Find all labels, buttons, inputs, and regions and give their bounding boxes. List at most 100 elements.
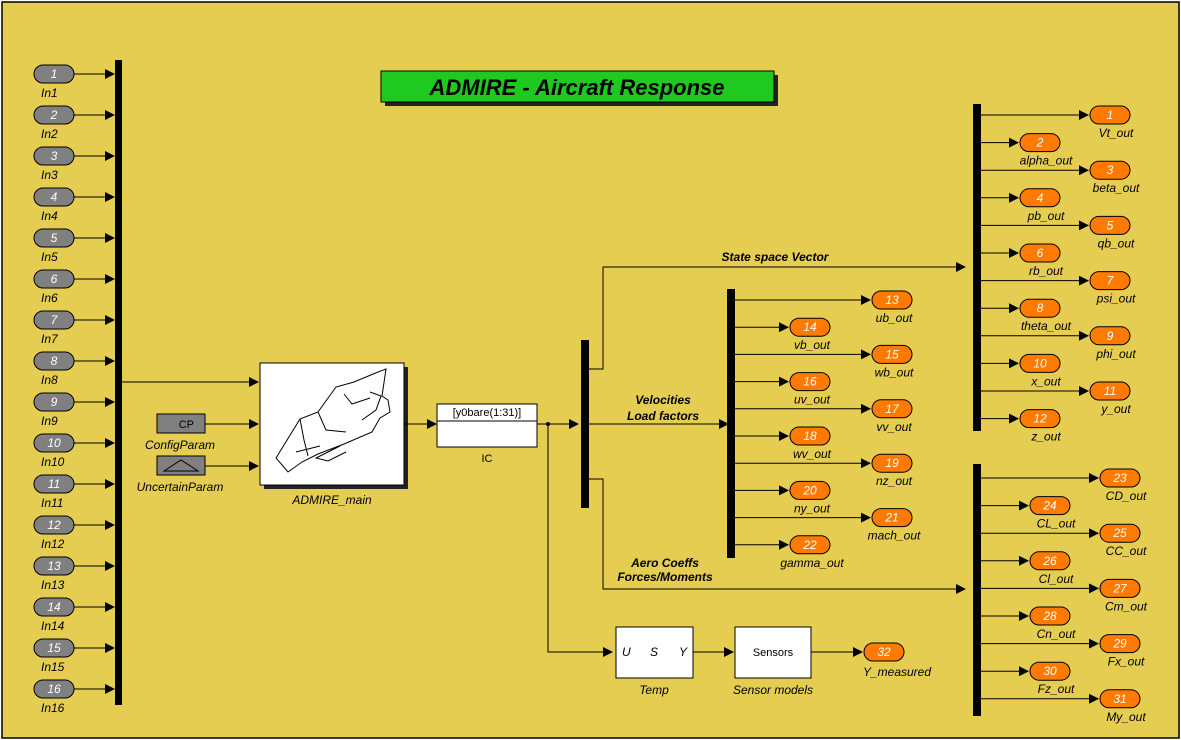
aero-outports: 23CD_out24CL_out25CC_out26Cl_out27Cm_out… bbox=[981, 468, 1148, 724]
outport-18[interactable]: 18 bbox=[789, 426, 831, 446]
inport-13[interactable]: 13 bbox=[33, 556, 75, 576]
inport-label: In4 bbox=[41, 209, 58, 223]
outport-y-measured[interactable]: 32 bbox=[863, 642, 905, 662]
outport-4[interactable]: 4 bbox=[1019, 188, 1061, 208]
inport-2[interactable]: 2 bbox=[33, 105, 75, 125]
outport-19[interactable]: 19 bbox=[871, 453, 913, 473]
outport-31[interactable]: 31 bbox=[1099, 689, 1141, 709]
outport-number: 17 bbox=[885, 402, 900, 416]
outport-label: ny_out bbox=[794, 501, 831, 515]
config-param-label: ConfigParam bbox=[145, 438, 215, 452]
outport-label: gamma_out bbox=[780, 556, 844, 570]
inport-number: 16 bbox=[47, 682, 61, 696]
outport-13[interactable]: 13 bbox=[871, 290, 913, 310]
outport-25[interactable]: 25 bbox=[1099, 523, 1141, 543]
aircraft-icon bbox=[275, 368, 391, 473]
outport-number: 22 bbox=[802, 538, 817, 552]
outport-6[interactable]: 6 bbox=[1019, 243, 1061, 263]
outport-number: 10 bbox=[1033, 356, 1047, 370]
outport-label: Cn_out bbox=[1037, 627, 1076, 641]
outport-label: uv_out bbox=[794, 393, 831, 407]
outport-label: qb_out bbox=[1098, 236, 1135, 250]
outport-21[interactable]: 21 bbox=[871, 508, 913, 528]
outport-number: 31 bbox=[1113, 692, 1126, 706]
inport-10[interactable]: 10 bbox=[33, 433, 75, 453]
inport-14[interactable]: 14 bbox=[33, 597, 75, 617]
inport-label: In8 bbox=[41, 373, 58, 387]
inport-1[interactable]: 1 bbox=[33, 64, 75, 84]
uncertain-param-block[interactable] bbox=[156, 455, 206, 476]
inport-number: 1 bbox=[51, 67, 58, 81]
inport-9[interactable]: 9 bbox=[33, 392, 75, 412]
ic-block[interactable] bbox=[436, 403, 538, 448]
outport-22[interactable]: 22 bbox=[789, 535, 831, 555]
outport-5[interactable]: 5 bbox=[1089, 215, 1131, 235]
outport-label: CC_out bbox=[1106, 544, 1147, 558]
inport-number: 7 bbox=[51, 313, 59, 327]
temp-port-s: S bbox=[650, 645, 658, 659]
temp-port-u: U bbox=[622, 645, 631, 659]
temp-block[interactable] bbox=[615, 626, 694, 679]
inport-label: In11 bbox=[41, 496, 63, 510]
triangle-icon bbox=[162, 459, 200, 472]
inport-11[interactable]: 11 bbox=[33, 474, 75, 494]
inport-6[interactable]: 6 bbox=[33, 269, 75, 289]
outport-12[interactable]: 12 bbox=[1019, 409, 1061, 429]
outport-30[interactable]: 30 bbox=[1029, 661, 1071, 681]
outport-28[interactable]: 28 bbox=[1029, 606, 1071, 626]
outport-label: Cm_out bbox=[1105, 599, 1148, 613]
outport-number: 32 bbox=[877, 645, 891, 659]
outport-label: Fz_out bbox=[1038, 682, 1075, 696]
outport-label: pb_out bbox=[1027, 209, 1065, 223]
admire-main-block[interactable] bbox=[259, 362, 405, 486]
outport-8[interactable]: 8 bbox=[1019, 298, 1061, 318]
outport-number: 6 bbox=[1037, 246, 1044, 260]
ic-block-text: [y0bare(1:31)] bbox=[453, 407, 521, 419]
outport-3[interactable]: 3 bbox=[1089, 160, 1131, 180]
outport-number: 21 bbox=[884, 511, 898, 525]
velocity-outports: 13ub_out14vb_out15wb_out16uv_out17vv_out… bbox=[735, 290, 921, 570]
inport-5[interactable]: 5 bbox=[33, 228, 75, 248]
inport-3[interactable]: 3 bbox=[33, 146, 75, 166]
outport-20[interactable]: 20 bbox=[789, 480, 831, 500]
inport-16[interactable]: 16 bbox=[33, 679, 75, 699]
state-space-label: State space Vector bbox=[722, 250, 830, 264]
outport-17[interactable]: 17 bbox=[871, 399, 913, 419]
outport-1[interactable]: 1 bbox=[1089, 105, 1131, 125]
outport-label: Y_measured bbox=[863, 665, 931, 679]
outport-label: wv_out bbox=[793, 447, 832, 461]
inport-number: 10 bbox=[47, 436, 61, 450]
inport-8[interactable]: 8 bbox=[33, 351, 75, 371]
page-title: ADMIRE - Aircraft Response bbox=[428, 75, 724, 100]
outport-number: 3 bbox=[1107, 163, 1114, 177]
inport-number: 3 bbox=[51, 149, 58, 163]
outport-16[interactable]: 16 bbox=[789, 372, 831, 392]
load-factors-label: Load factors bbox=[627, 409, 699, 423]
outport-2[interactable]: 2 bbox=[1019, 133, 1061, 153]
outport-10[interactable]: 10 bbox=[1019, 353, 1061, 373]
outport-number: 27 bbox=[1112, 581, 1128, 595]
outport-15[interactable]: 15 bbox=[871, 344, 913, 364]
inport-4[interactable]: 4 bbox=[33, 187, 75, 207]
outport-14[interactable]: 14 bbox=[789, 317, 831, 337]
outport-label: Fx_out bbox=[1108, 655, 1145, 669]
outport-27[interactable]: 27 bbox=[1099, 578, 1141, 598]
outport-29[interactable]: 29 bbox=[1099, 634, 1141, 654]
outport-number: 12 bbox=[1033, 412, 1047, 426]
outport-23[interactable]: 23 bbox=[1099, 468, 1141, 488]
outport-label: theta_out bbox=[1021, 319, 1072, 333]
outport-9[interactable]: 9 bbox=[1089, 326, 1131, 346]
outport-26[interactable]: 26 bbox=[1029, 551, 1071, 571]
outport-number: 23 bbox=[1112, 471, 1127, 485]
outport-number: 15 bbox=[885, 347, 899, 361]
inport-7[interactable]: 7 bbox=[33, 310, 75, 330]
outport-24[interactable]: 24 bbox=[1029, 496, 1071, 516]
outport-number: 5 bbox=[1107, 218, 1114, 232]
inport-12[interactable]: 12 bbox=[33, 515, 75, 535]
outport-11[interactable]: 11 bbox=[1089, 381, 1131, 401]
outport-label: z_out bbox=[1030, 430, 1061, 444]
inport-15[interactable]: 15 bbox=[33, 638, 75, 658]
outport-label: CL_out bbox=[1037, 517, 1076, 531]
outport-7[interactable]: 7 bbox=[1089, 271, 1131, 291]
